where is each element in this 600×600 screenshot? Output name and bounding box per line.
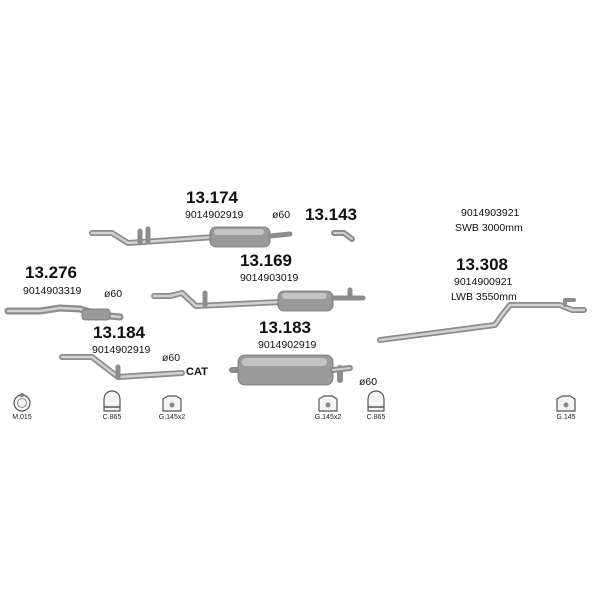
part-number-13143: 13.143: [305, 205, 357, 224]
variant-13308-lwb: LWB 3550mm: [451, 291, 517, 303]
hardware-label-g145: G.145: [556, 414, 576, 421]
part-number-13308: 13.308: [456, 255, 508, 274]
part-number-13174: 13.174: [186, 188, 238, 207]
oem-number-13308-swb: 9014903921: [461, 207, 520, 219]
diameter-13184: ø60: [162, 352, 181, 364]
hardware-label-g145x2-rear: G.145x2: [314, 414, 342, 421]
part-13184-pipe: [59, 354, 185, 380]
part-13308-pipe: [377, 298, 587, 343]
diameter-13174: ø60: [272, 209, 291, 221]
oem-number-13174: 9014902919: [185, 209, 244, 221]
u-clamp-icon: [103, 390, 121, 412]
part-number-13184: 13.184: [93, 323, 145, 342]
diameter-13183: ø60: [359, 376, 378, 388]
part-number-13169: 13.169: [240, 251, 292, 270]
hardware-label-g145x2: G.145x2: [158, 414, 186, 421]
catalyst-label: CAT: [186, 366, 208, 378]
part-number-13183: 13.183: [259, 318, 311, 337]
hardware-label-c865: C.865: [102, 414, 122, 421]
hardware-label-c865-rear: C.865: [366, 414, 386, 421]
rubber-hanger-icon: [318, 395, 338, 412]
hardware-label-m015: M.015: [12, 414, 32, 421]
oem-number-13169: 9014903019: [240, 272, 299, 284]
u-clamp-icon: [367, 390, 385, 412]
part-number-13276: 13.276: [25, 263, 77, 282]
oem-number-13308-lwb: 9014900921: [454, 276, 513, 288]
part-13183-pipe: [229, 354, 353, 386]
oem-number-13276: 9014903319: [23, 285, 82, 297]
oem-number-13184: 9014902919: [92, 344, 151, 356]
part-13169-pipe: [151, 287, 366, 312]
part-13174-pipe: [89, 226, 293, 248]
variant-13308-swb: SWB 3000mm: [455, 222, 523, 234]
part-13143-pipe: [331, 230, 355, 242]
oem-number-13183: 9014902919: [258, 339, 317, 351]
rubber-hanger-icon: [162, 395, 182, 412]
diameter-13276: ø60: [104, 288, 123, 300]
part-13276-pipe: [4, 304, 124, 321]
ring-clamp-icon: [13, 393, 31, 412]
rubber-hanger-icon: [556, 395, 576, 412]
